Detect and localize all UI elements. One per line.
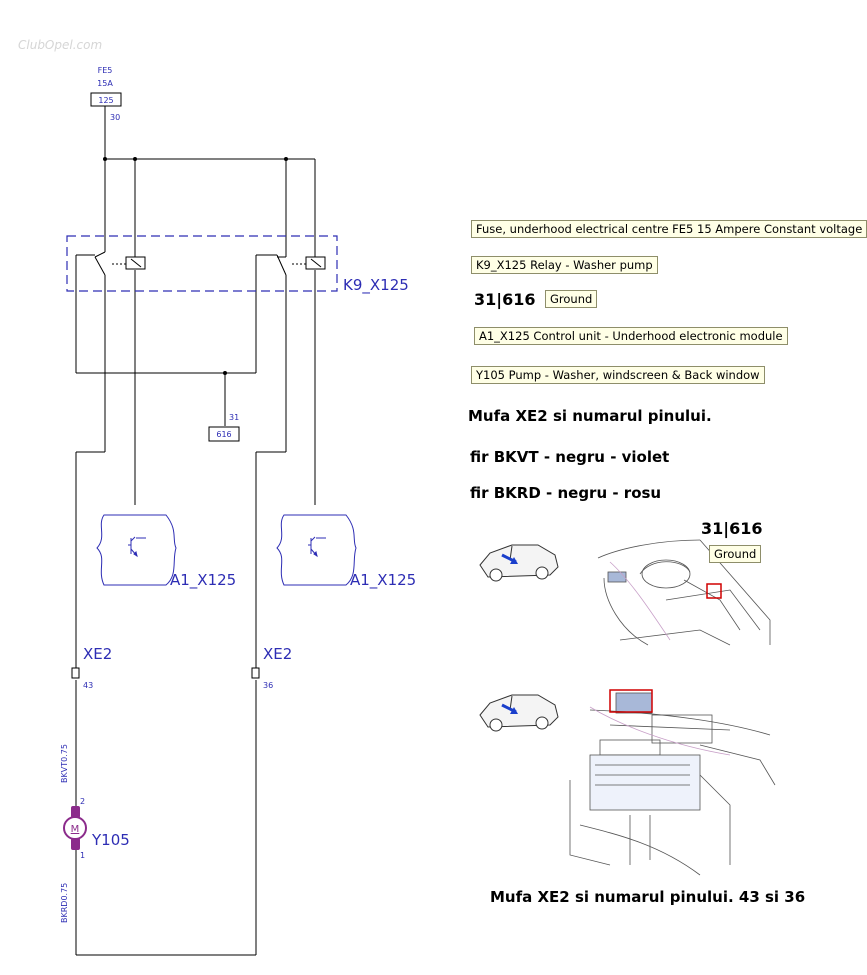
junction-dot [133,157,137,161]
photo-caption: Mufa XE2 si numarul pinului. 43 si 36 [490,888,806,906]
control-unit-2 [276,514,357,586]
car-icon [479,544,559,582]
connector-pin-left [71,667,80,679]
legend-pump: Y105 Pump - Washer, windscreen & Back wi… [471,366,765,384]
fuse-pin: 125 [98,96,113,105]
connector-highlight [609,689,653,713]
fuse-box [90,92,122,107]
connector-label-left: XE2 [83,645,112,663]
wire-label-bottom: BKRD0.75 [60,883,69,923]
connector-location-photo [479,689,776,876]
motor-terminal-top [71,806,80,818]
control-unit-label: A1_X125 [350,571,416,590]
car-icon [479,694,559,732]
motor-symbol: M [71,824,80,835]
junction-dot [284,157,288,161]
note-line-3: fir BKRD - negru - rosu [470,484,662,502]
wire-label-top: BKVT0.75 [60,744,69,783]
fuse-name: FE5 [98,66,113,75]
junction-dot [103,157,107,161]
control-unit-label: A1_X125 [170,571,236,590]
fuse-wire: 30 [110,113,120,122]
motor-pin-1: 1 [80,851,85,860]
watermark: ClubOpel.com [18,38,103,52]
ground-highlight [706,583,722,599]
connector-pin-36: 36 [263,681,273,690]
motor-icon [63,816,87,840]
relay-box [66,235,338,292]
legend-relay: K9_X125 Relay - Washer pump [471,256,658,274]
legend-control-unit: A1_X125 Control unit - Underhood electro… [474,327,788,345]
page: ClubOpel.com FE5 15A 125 30 [18,38,867,956]
ground-pin: 616 [216,430,231,439]
legend-fuse: Fuse, underhood electrical centre FE5 15… [471,220,867,238]
fuse-rating: 15A [97,79,113,88]
engine-bay-drawing [597,539,771,646]
note-line-1: Mufa XE2 si numarul pinului. [468,407,712,425]
junction-dot [223,371,227,375]
ground-location-photo [479,539,771,646]
wiring-diagram: FE5 15A 125 30 [60,66,416,956]
transistor-icon [128,536,146,558]
connector-pin-right [251,667,260,679]
note-line-2: fir BKVT - negru - violet [470,448,670,466]
ground-box [208,426,240,442]
legend-ground: Ground [545,290,598,308]
legend-ground-code: 31|616 [474,290,536,309]
motor-label: Y105 [91,831,130,849]
arrow-head-icon [510,557,518,564]
connector-pin-43: 43 [83,681,93,690]
arrow-head-icon [510,707,518,714]
motor-terminal-bottom [71,838,80,850]
motor-pin-2: 2 [80,797,85,806]
ground-wire: 31 [229,413,239,422]
control-unit-1 [96,514,177,586]
photo-ground-code: 31|616 [701,519,763,538]
transistor-icon [308,536,326,558]
fuse-box-drawing [569,692,776,876]
connector-label-right: XE2 [263,645,292,663]
photo-ground-label: Ground [709,545,762,563]
relay-label: K9_X125 [343,276,409,295]
